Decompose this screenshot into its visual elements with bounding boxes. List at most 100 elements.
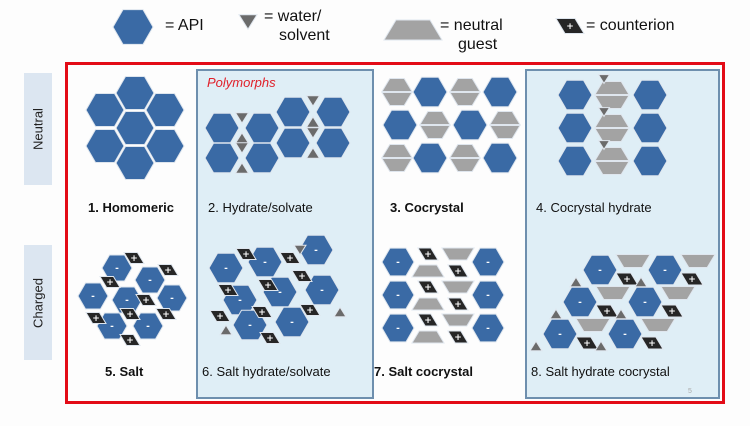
neutral-guest-trapezoid (594, 81, 630, 95)
api-hexagon (482, 76, 518, 108)
api-hexagon (381, 313, 415, 343)
anion-charge-symbol: - (396, 258, 400, 268)
counterion-parallelogram (157, 264, 179, 276)
neutral-guest-trapezoid (381, 92, 413, 106)
cation-charge-symbol: + (424, 283, 432, 293)
neutral-guest-trapezoid (383, 19, 443, 41)
counterion-parallelogram (155, 308, 177, 320)
api-hexagon (275, 96, 311, 128)
water-triangle (234, 142, 250, 155)
anion-charge-symbol: - (558, 330, 562, 340)
counterion-parallelogram (417, 280, 439, 294)
api-hexagon (542, 318, 578, 350)
api-hexagon (381, 247, 415, 277)
neutral-guest-trapezoid (411, 264, 445, 278)
neutral-guest-trapezoid (594, 95, 630, 109)
anion-charge-symbol: - (125, 296, 129, 306)
api-hexagon (134, 266, 166, 294)
cation-charge-symbol: + (454, 267, 462, 277)
counterion-parallelogram (99, 276, 121, 288)
form-label-cocrystal: 3. Cocrystal (390, 200, 464, 215)
anion-charge-symbol: - (278, 288, 282, 298)
api-hexagon (115, 146, 155, 180)
legend-neutral-text-2: guest (458, 36, 498, 53)
api-hexagon (632, 79, 668, 111)
cation-charge-symbol: + (224, 286, 232, 296)
anion-charge-symbol: - (486, 291, 490, 301)
legend-api-text: = API (165, 17, 204, 34)
row-label-charged: Charged (24, 245, 52, 360)
neutral-guest-trapezoid (594, 161, 630, 175)
anion-charge-symbol: - (238, 296, 242, 306)
anion-charge-symbol: - (148, 276, 152, 286)
neutral-guest-trapezoid (615, 254, 651, 268)
neutral-guest-trapezoid (381, 144, 413, 158)
counterion-parallelogram (417, 247, 439, 261)
api-hexagon (208, 252, 244, 284)
api-hexagon (115, 111, 155, 145)
api-hexagon (627, 286, 663, 318)
counterion-parallelogram (291, 270, 313, 282)
api-hexagon (112, 9, 154, 45)
water-triangle (305, 115, 321, 128)
neutral-guest-trapezoid (441, 313, 475, 327)
neutral-guest-trapezoid (441, 280, 475, 294)
water-triangle (234, 161, 250, 174)
counterion-parallelogram (123, 252, 145, 264)
counterion-parallelogram (417, 313, 439, 327)
water-triangle (614, 308, 628, 320)
form-label-salt-cocrystal: 7. Salt cocrystal (374, 364, 473, 379)
anion-charge-symbol: - (396, 324, 400, 334)
anion-charge-symbol: - (396, 291, 400, 301)
cation-charge-symbol: + (92, 314, 100, 324)
api-hexagon (557, 145, 593, 177)
anion-charge-symbol: - (110, 322, 114, 332)
counterion-parallelogram (235, 248, 257, 260)
api-hexagon (315, 127, 351, 159)
cation-charge-symbol: + (623, 275, 631, 285)
api-hexagon (275, 127, 311, 159)
api-hexagon (582, 254, 618, 286)
api-hexagon (412, 76, 448, 108)
neutral-guest-trapezoid (449, 158, 481, 172)
water-triangle (238, 14, 258, 31)
anion-charge-symbol: - (320, 286, 324, 296)
neutral-guest-trapezoid (381, 158, 413, 172)
water-triangle (234, 131, 250, 144)
api-hexagon (274, 306, 310, 338)
api-hexagon (632, 145, 668, 177)
api-hexagon (96, 312, 128, 340)
api-hexagon (482, 142, 518, 174)
anion-charge-symbol: - (314, 246, 318, 256)
anion-charge-symbol: - (170, 294, 174, 304)
form-label-hydrate-solvate: 2. Hydrate/solvate (208, 200, 313, 215)
water-triangle (569, 276, 583, 288)
anion-charge-symbol: - (623, 330, 627, 340)
cation-charge-symbol: + (286, 254, 294, 264)
form-label-salt: 5. Salt (105, 364, 144, 379)
cation-charge-symbol: + (216, 312, 224, 322)
cation-charge-symbol: + (266, 334, 274, 344)
anion-charge-symbol: - (263, 258, 267, 268)
counterion-parallelogram (447, 330, 469, 344)
cation-charge-symbol: + (424, 250, 432, 260)
form-label-salt-hydrate-cocrystal: 8. Salt hydrate cocrystal (531, 364, 670, 379)
water-triangle (597, 107, 611, 118)
water-triangle (219, 324, 233, 336)
anion-charge-symbol: - (224, 264, 228, 274)
api-hexagon (381, 280, 415, 310)
water-triangle (597, 74, 611, 85)
api-hexagon (382, 109, 418, 141)
api-hexagon (145, 93, 185, 127)
cation-charge-symbol: + (668, 307, 676, 317)
api-hexagon (607, 318, 643, 350)
counterion-parallelogram (257, 279, 279, 291)
counterion-parallelogram (447, 264, 469, 278)
counterion-parallelogram (135, 294, 157, 306)
counterion-parallelogram (119, 334, 141, 346)
cation-charge-symbol: + (603, 307, 611, 317)
api-hexagon (412, 142, 448, 174)
api-hexagon (452, 109, 488, 141)
cation-charge-symbol: + (424, 316, 432, 326)
